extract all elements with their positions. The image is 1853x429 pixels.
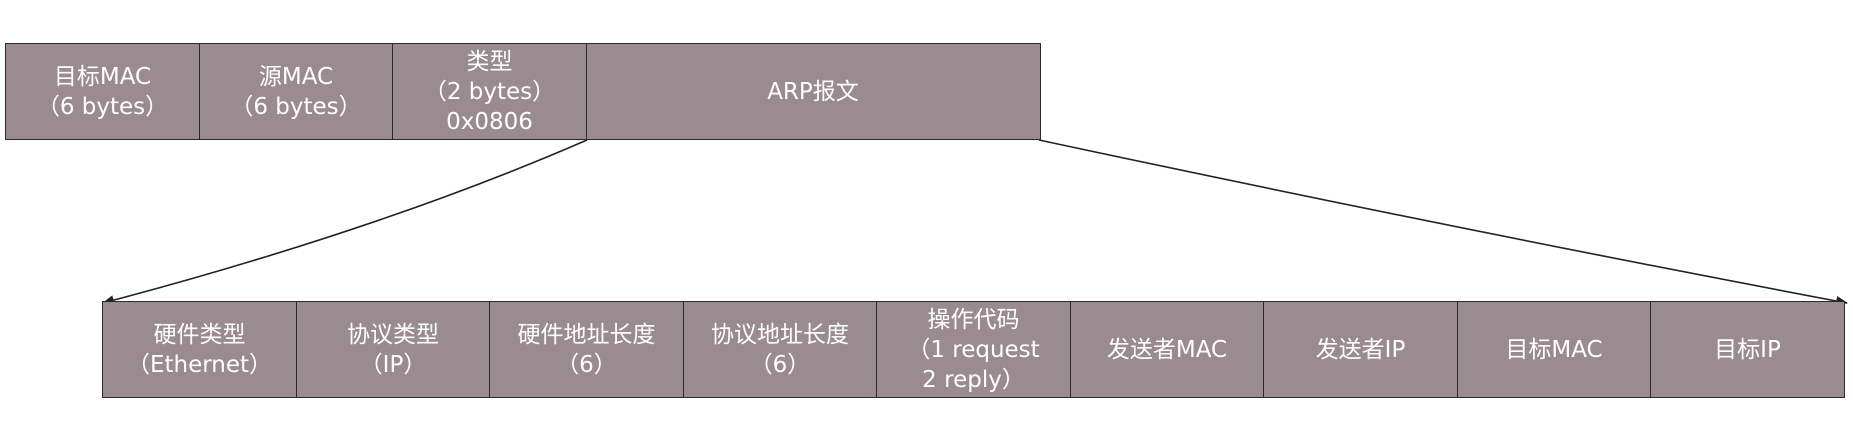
field-label: 目标IP (1714, 336, 1781, 363)
field-detail: （6 bytes） (230, 93, 362, 120)
field-detail: （6 bytes） (36, 93, 169, 120)
arp-field-protocol-addr-len: 协议地址长度 （6） (682, 301, 878, 398)
ethernet-frame-row: 目标MAC （6 bytes） 源MAC （6 bytes） 类型 （2 byt… (5, 43, 1041, 140)
field-label: 发送者IP (1315, 336, 1406, 363)
field-label: 协议类型 (347, 321, 439, 348)
arp-field-target-mac: 目标MAC (1456, 301, 1652, 398)
frame-field-arp-payload: ARP报文 (585, 43, 1041, 140)
field-detail: （1 request (907, 336, 1040, 363)
frame-field-type: 类型 （2 bytes） 0x0806 (392, 43, 587, 140)
arp-field-hardware-addr-len: 硬件地址长度 （6） (489, 301, 684, 398)
field-label: 类型 (466, 48, 513, 75)
field-label: 协议地址长度 (711, 321, 849, 348)
arp-packet-row: 硬件类型 （Ethernet） 协议类型 （IP） 硬件地址长度 （6） 协议地… (102, 301, 1845, 398)
field-label: 目标MAC (53, 63, 152, 90)
field-label: 源MAC (258, 63, 334, 90)
field-label: 硬件地址长度 (517, 321, 656, 348)
frame-field-src-mac: 源MAC （6 bytes） (198, 43, 394, 140)
arp-field-sender-ip: 发送者IP (1263, 301, 1458, 398)
field-label: 硬件类型 (153, 321, 246, 348)
arp-field-hardware-type: 硬件类型 （Ethernet） (102, 301, 297, 398)
field-value: 0x0806 (446, 108, 533, 135)
arp-field-protocol-type: 协议类型 （IP） (295, 301, 491, 398)
field-detail: （IP） (359, 351, 427, 378)
arp-field-opcode: 操作代码 （1 request 2 reply） (876, 301, 1071, 398)
field-label: 发送者MAC (1106, 336, 1228, 363)
field-detail: 2 reply） (922, 366, 1025, 393)
field-label: 目标MAC (1505, 336, 1603, 363)
field-detail: （2 bytes） (423, 78, 556, 105)
field-detail: （Ethernet） (126, 351, 273, 378)
field-label: ARP报文 (767, 78, 859, 105)
arrow-right (1038, 139, 1848, 306)
field-label: 操作代码 (927, 306, 1020, 333)
field-detail: （6） (749, 351, 811, 378)
arp-field-sender-mac: 发送者MAC (1069, 301, 1265, 398)
arp-field-target-ip: 目标IP (1650, 301, 1845, 398)
arrow-left (102, 139, 588, 306)
frame-field-dest-mac: 目标MAC （6 bytes） (5, 43, 200, 140)
field-detail: （6） (556, 351, 617, 378)
